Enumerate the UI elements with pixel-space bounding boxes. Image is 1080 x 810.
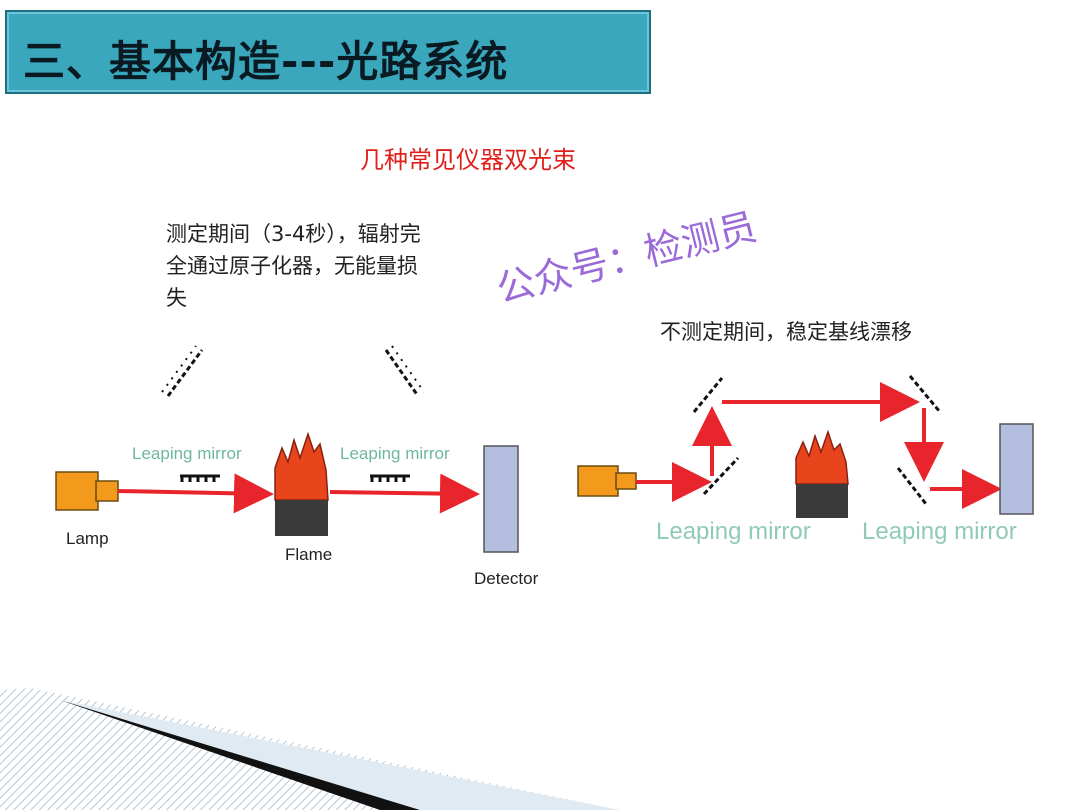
flame-label: Flame [285, 545, 332, 564]
leaping-mirror-label: Leaping mirror [656, 518, 811, 545]
leaping-mirror-label: Leaping mirror [862, 518, 1017, 545]
flame-icon [274, 431, 329, 536]
lamp-icon [577, 465, 637, 497]
lamp-icon [55, 471, 119, 511]
lamp-label: Lamp [66, 529, 109, 548]
tilted-mirror-icon [692, 377, 724, 413]
title-bar: 三、基本构造---光路系统 [5, 10, 651, 94]
detector-label: Detector [474, 569, 539, 588]
left-diagram: Lamp Flame Detector Leaping mirror Leapi… [55, 345, 539, 588]
detector-icon [999, 423, 1034, 515]
tilted-mirror-icon [702, 456, 740, 496]
leaping-mirror-icon [370, 474, 410, 482]
note-measuring-period: 测定期间（3-4秒），辐射完 全通过原子化器，无能量损 失 [166, 222, 421, 310]
tilted-mirror-icon [161, 345, 204, 397]
page-title: 三、基本构造---光路系统 [23, 37, 509, 86]
right-diagram: Leaping mirror Leaping mirror [577, 375, 1034, 545]
leaping-mirror-label: Leaping mirror [132, 444, 242, 463]
leaping-mirror-icon [180, 474, 220, 482]
corner-decoration [0, 688, 620, 810]
subtitle: 几种常见仪器双光束 [360, 146, 576, 174]
leaping-mirror-label: Leaping mirror [340, 444, 450, 463]
tilted-mirror-icon [384, 345, 425, 397]
flame-icon [795, 429, 849, 518]
tilted-mirror-icon [896, 467, 928, 505]
detector-icon [483, 445, 519, 553]
note-non-measuring-period: 不测定期间，稳定基线漂移 [660, 320, 912, 344]
tilted-mirror-icon [908, 375, 942, 413]
beam-arrow [117, 473, 274, 514]
beam-arrow [329, 473, 480, 514]
